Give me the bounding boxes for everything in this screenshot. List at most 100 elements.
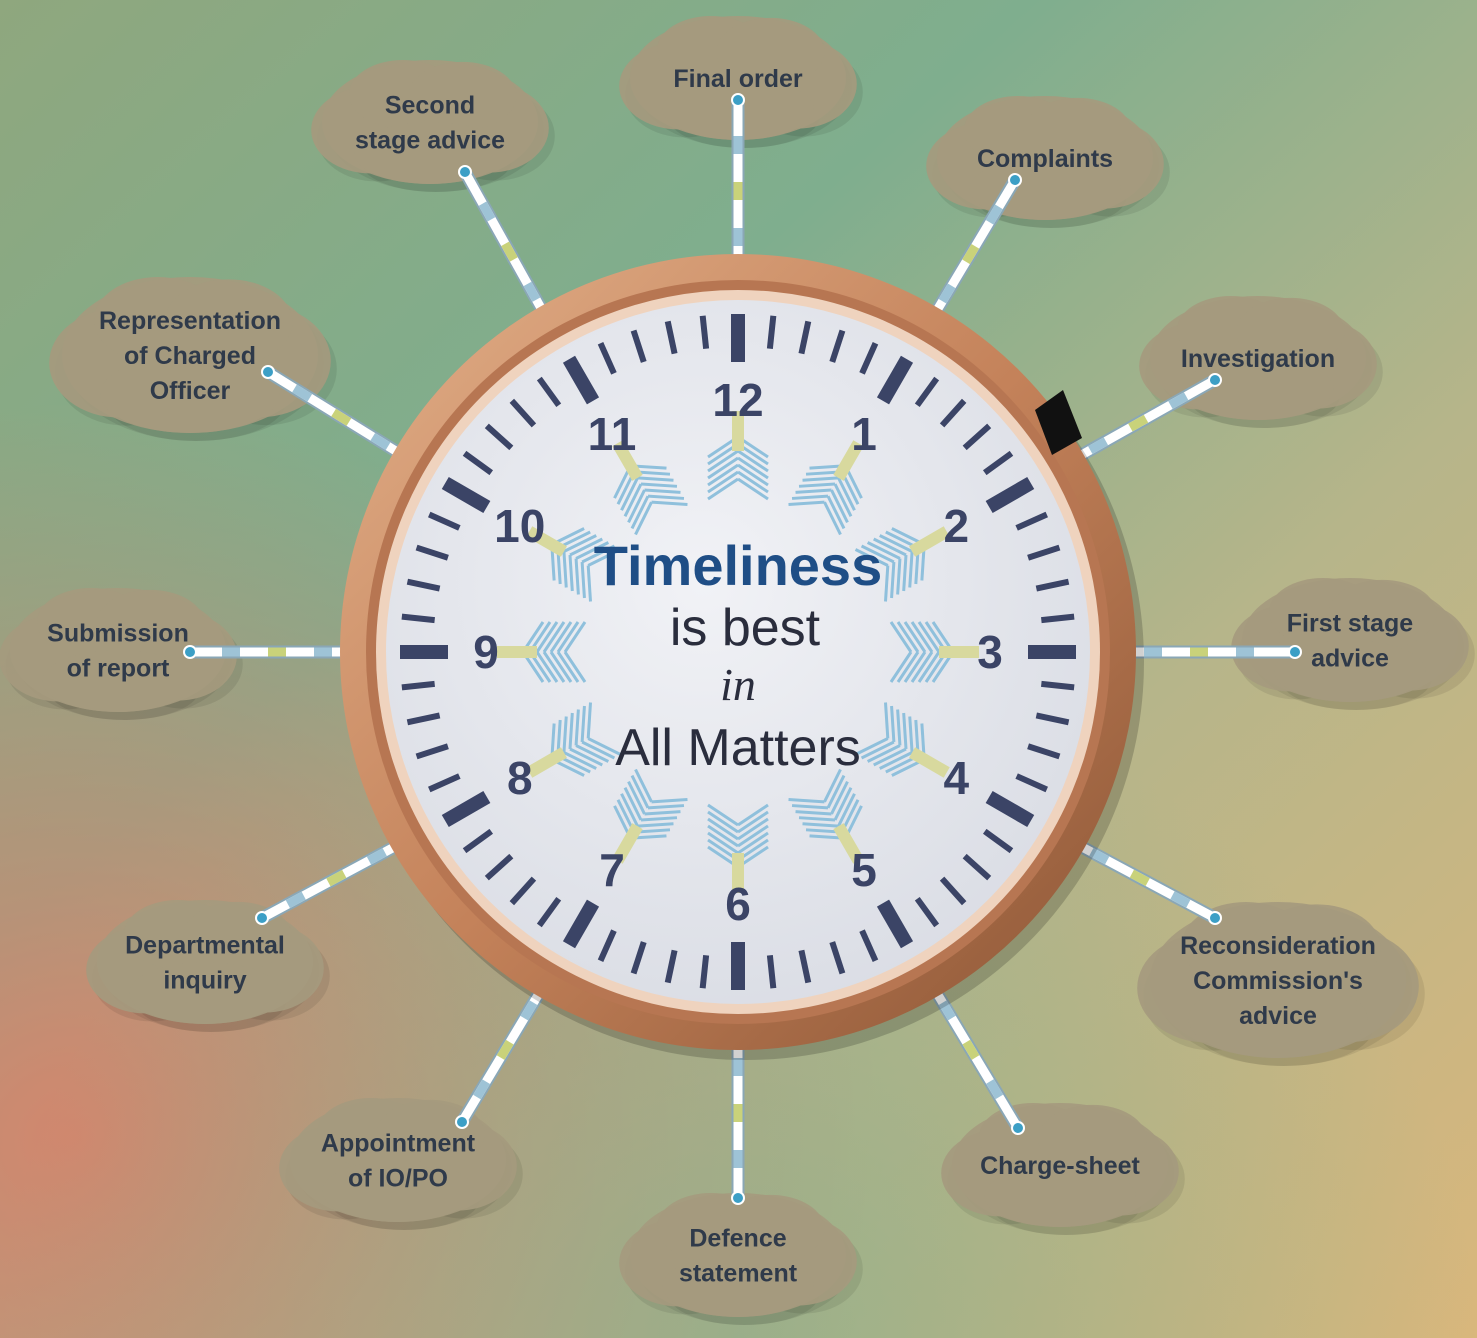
minute-tick (1015, 773, 1048, 793)
minute-tick (982, 828, 1014, 854)
stage-label-5-line-1: Charge-sheet (980, 1152, 1140, 1180)
stage-label-10-line-1: Representation (99, 307, 281, 335)
pointer-tip (1288, 645, 1302, 659)
feather-barb (902, 554, 908, 592)
feather-barb (707, 817, 739, 841)
feather-2 (854, 526, 950, 602)
pointer-tip (255, 911, 269, 925)
minute-tick (829, 941, 846, 975)
minute-tick (536, 376, 562, 408)
feather-shape (889, 621, 979, 683)
feather-shaft (526, 526, 567, 557)
feather-barb (644, 488, 681, 494)
feather-barb (737, 824, 769, 848)
stage-label-1-line-1: Complaints (977, 145, 1113, 173)
stage-label-8-line-2: inquiry (163, 967, 246, 995)
feather-11 (612, 440, 688, 536)
minute-tick (415, 743, 449, 760)
feather-barb (737, 477, 769, 501)
pointer-tip (455, 1115, 469, 1129)
feather-shape (612, 768, 688, 864)
feather-barb (879, 534, 913, 553)
feather-barb (581, 544, 616, 564)
minute-tick (462, 450, 494, 476)
feather-barb (562, 551, 568, 588)
feather-barb (826, 774, 846, 809)
feather-barb (866, 541, 901, 560)
feather-barb (866, 744, 901, 763)
hour-tick (985, 790, 1035, 828)
feather-barb (823, 501, 842, 536)
feather-barb (542, 621, 566, 653)
feather-barb (860, 740, 895, 760)
feather-barb (908, 716, 914, 753)
cloud-puff (322, 1160, 474, 1222)
slogan-line-2: is best (670, 599, 821, 657)
feather-barb (917, 651, 941, 683)
cloud-puff (716, 17, 825, 87)
feather-barb (823, 768, 842, 803)
minute-tick (939, 398, 967, 428)
feather-barb (889, 651, 913, 683)
minute-tick (630, 941, 647, 975)
minute-tick (401, 613, 435, 624)
hour-tick (562, 899, 600, 949)
pointer-tip (731, 93, 745, 107)
minute-tick (766, 955, 777, 989)
feather-barb (737, 449, 769, 473)
feather-barb (896, 709, 902, 746)
pointer-stripe (478, 201, 496, 222)
feather-barb (542, 651, 566, 683)
feather-barb (587, 737, 622, 756)
clock-number-6: 6 (725, 878, 751, 930)
clock-number-4: 4 (943, 752, 969, 804)
feather-barb (791, 804, 829, 810)
cloud-puff (1328, 579, 1437, 649)
hour-tick (441, 790, 491, 828)
feather-barb (535, 621, 559, 653)
feather-barb (637, 476, 674, 482)
feather-barb (707, 831, 739, 855)
stage-label-10-line-2: of Charged (124, 342, 256, 370)
feather-barb (737, 803, 769, 827)
feather-9 (497, 621, 587, 683)
stage-label-11-line-1: Second (385, 92, 475, 120)
pointer-tip (261, 365, 275, 379)
clock-dial (386, 300, 1090, 1004)
feather-5 (788, 768, 864, 864)
feather-barb (627, 489, 646, 524)
pointer-stripe (331, 408, 352, 426)
pointer-tip (1011, 1121, 1025, 1135)
feather-barb (889, 621, 913, 653)
pointer-stripe (523, 281, 541, 302)
minute-tick (982, 450, 1014, 476)
feather-7 (612, 768, 688, 864)
pointer-stripe (1089, 847, 1110, 865)
feather-shaft (732, 853, 744, 893)
minute-tick (1027, 544, 1061, 561)
feather-8 (526, 702, 622, 778)
stage-label-7-line-2: of IO/PO (348, 1165, 448, 1193)
feather-barb (890, 561, 896, 599)
clock-number-2: 2 (943, 500, 969, 552)
minute-tick (401, 680, 435, 691)
feather-barb (910, 651, 934, 683)
feather-barb (535, 651, 559, 683)
pointer-stripe (962, 244, 980, 265)
feather-barb (873, 537, 907, 557)
feather-barb (830, 489, 849, 524)
feather-barb (640, 482, 678, 488)
feather-barb (637, 822, 674, 828)
feather-barb (651, 798, 688, 804)
feather-barb (884, 565, 890, 602)
feather-barb (830, 780, 849, 815)
cloud-puff (1023, 97, 1132, 167)
cloud-puff (408, 61, 517, 131)
minute-tick (597, 342, 617, 375)
feather-barb (737, 810, 769, 834)
feather-barb (837, 477, 856, 511)
clock-number-9: 9 (473, 626, 499, 678)
feather-barb (802, 476, 839, 482)
